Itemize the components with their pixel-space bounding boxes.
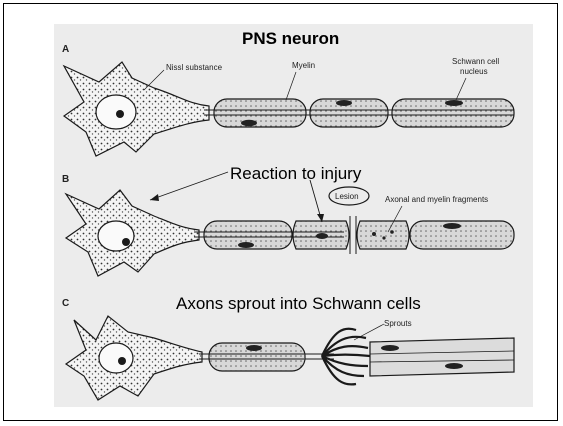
sprouts-label: Sprouts bbox=[384, 319, 412, 328]
nissl-label: Nissl substance bbox=[166, 63, 223, 72]
neuron-diagram: A Nissl substance Myelin Schwann cell nu… bbox=[4, 4, 559, 422]
reaction-arrow-soma bbox=[150, 172, 228, 200]
slide: A Nissl substance Myelin Schwann cell nu… bbox=[3, 3, 558, 421]
panel-a-label: A bbox=[62, 44, 69, 55]
panel-a-neuron bbox=[64, 62, 514, 156]
lesion-label: Lesion bbox=[335, 192, 359, 201]
myelin-label: Myelin bbox=[292, 61, 315, 70]
panel-c-label: C bbox=[62, 298, 69, 309]
reaction-overlay: Reaction to injury bbox=[230, 164, 362, 183]
axon-sprouts bbox=[322, 329, 370, 385]
schwann-label-line2: nucleus bbox=[460, 67, 488, 76]
slide-title: PNS neuron bbox=[242, 29, 339, 48]
panel-b-label: B bbox=[62, 174, 69, 185]
sprout-overlay: Axons sprout into Schwann cells bbox=[176, 294, 421, 313]
panel-c-neuron bbox=[66, 316, 514, 400]
schwann-label-line1: Schwann cell bbox=[452, 57, 499, 66]
fragments-label: Axonal and myelin fragments bbox=[385, 195, 488, 204]
